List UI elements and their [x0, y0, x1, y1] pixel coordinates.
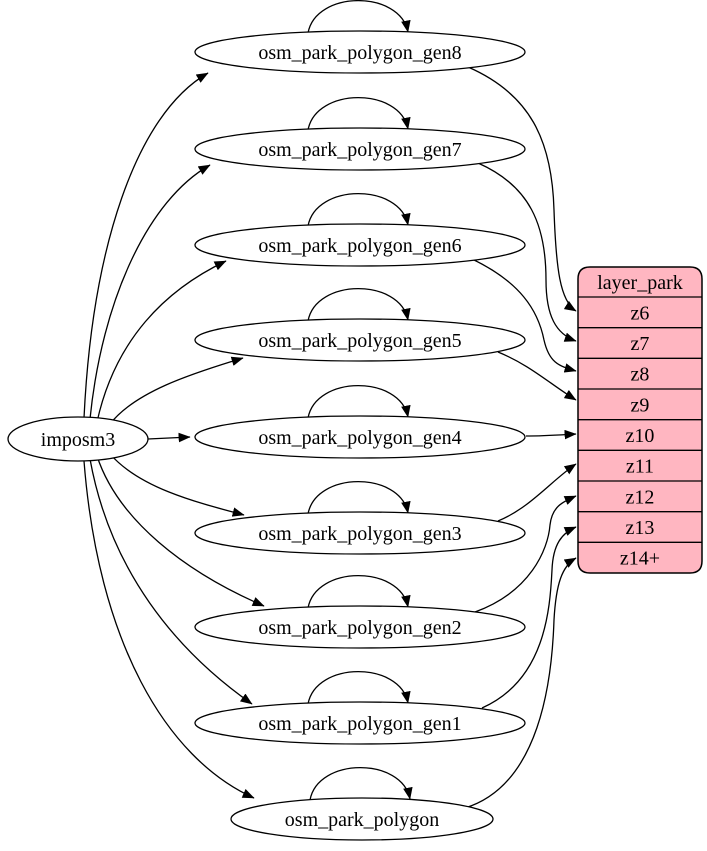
edges-layer	[83, 0, 577, 809]
node-ellipse-osm_park_polygon	[230, 797, 494, 841]
row-label-z6: z6	[631, 302, 650, 324]
edge-imposm3-to-osm_park_polygon_gen6	[96, 260, 227, 423]
node-label-osm_park_polygon_gen2: osm_park_polygon_gen2	[258, 617, 461, 639]
node-imposm3: imposm3	[7, 416, 149, 462]
row-label-z14+: z14+	[620, 548, 660, 570]
edge-imposm3-to-osm_park_polygon_gen5	[109, 356, 244, 425]
node-osm_park_polygon_gen3: osm_park_polygon_gen3	[194, 511, 526, 555]
node-label-osm_park_polygon_gen7: osm_park_polygon_gen7	[258, 139, 461, 161]
node-label-osm_park_polygon_gen8: osm_park_polygon_gen8	[258, 42, 461, 64]
edge-self-loop-osm_park_polygon_gen8	[307, 0, 411, 34]
edge-osm_park_polygon_gen3-to-z11	[497, 463, 577, 522]
edge-imposm3-to-osm_park_polygon_gen4	[147, 432, 191, 443]
node-ellipse-osm_park_polygon_gen4	[194, 415, 526, 459]
row-label-z8: z8	[631, 364, 650, 386]
edge-imposm3-to-osm_park_polygon	[83, 460, 255, 799]
edge-self-loop-osm_park_polygon_gen7	[307, 96, 411, 131]
edge-osm_park_polygon_gen1-to-z13	[481, 526, 577, 709]
node-ellipse-osm_park_polygon_gen8	[194, 30, 526, 74]
node-label-osm_park_polygon_gen5: osm_park_polygon_gen5	[258, 330, 461, 352]
row-label-z7: z7	[631, 333, 650, 355]
edge-imposm3-to-osm_park_polygon_gen8	[83, 72, 209, 419]
node-osm_park_polygon: osm_park_polygon	[230, 797, 494, 841]
edge-imposm3-to-osm_park_polygon_gen1	[89, 458, 253, 705]
node-osm_park_polygon_gen6: osm_park_polygon_gen6	[194, 223, 526, 267]
node-ellipse-osm_park_polygon_gen2	[194, 605, 526, 649]
node-ellipse-osm_park_polygon_gen5	[194, 318, 526, 362]
edge-osm_park_polygon_gen4-to-z10	[525, 429, 577, 440]
edge-self-loop-osm_park_polygon_gen6	[307, 192, 411, 227]
edge-osm_park_polygon-to-z14+	[464, 557, 577, 809]
row-label-z9: z9	[631, 394, 650, 416]
node-label-imposm3: imposm3	[41, 429, 115, 451]
node-ellipse-imposm3	[7, 416, 149, 462]
node-label-osm_park_polygon_gen1: osm_park_polygon_gen1	[258, 713, 461, 735]
node-osm_park_polygon_gen2: osm_park_polygon_gen2	[194, 605, 526, 649]
layer-table: layer_park z6 z7 z8 z9 z10 z11 z12 z13 z14+	[577, 266, 703, 574]
node-ellipse-osm_park_polygon_gen6	[194, 223, 526, 267]
edge-imposm3-to-osm_park_polygon_gen3	[109, 453, 245, 517]
edge-osm_park_polygon_gen5-to-z9	[497, 351, 577, 401]
node-ellipse-osm_park_polygon_gen7	[194, 127, 526, 171]
edge-self-loop-osm_park_polygon_gen1	[307, 670, 411, 705]
node-osm_park_polygon_gen7: osm_park_polygon_gen7	[194, 127, 526, 171]
edge-imposm3-to-osm_park_polygon_gen2	[96, 455, 265, 607]
node-ellipse-osm_park_polygon_gen3	[194, 511, 526, 555]
edge-osm_park_polygon_gen8-to-z6	[467, 66, 577, 312]
node-label-osm_park_polygon: osm_park_polygon	[285, 809, 439, 831]
node-label-osm_park_polygon_gen3: osm_park_polygon_gen3	[258, 523, 461, 545]
row-label-z13: z13	[626, 517, 655, 539]
node-osm_park_polygon_gen5: osm_park_polygon_gen5	[194, 318, 526, 362]
edge-self-loop-osm_park_polygon	[309, 766, 413, 801]
edge-self-loop-osm_park_polygon_gen2	[307, 574, 411, 609]
edge-osm_park_polygon_gen2-to-z12	[474, 495, 577, 613]
row-label-z11: z11	[626, 456, 654, 478]
nodes-layer: imposm3 osm_park_polygon_gen8 osm_park_pol…	[7, 30, 526, 841]
row-label-z10: z10	[626, 425, 655, 447]
layer-table-title: layer_park	[597, 272, 683, 294]
edge-osm_park_polygon_gen6-to-z8	[471, 258, 577, 373]
node-osm_park_polygon_gen8: osm_park_polygon_gen8	[194, 30, 526, 74]
row-label-z12: z12	[626, 486, 655, 508]
edge-self-loop-osm_park_polygon_gen4	[307, 384, 411, 419]
edge-self-loop-osm_park_polygon_gen3	[307, 480, 411, 515]
node-label-osm_park_polygon_gen6: osm_park_polygon_gen6	[258, 235, 461, 257]
node-ellipse-osm_park_polygon_gen1	[194, 701, 526, 745]
edge-self-loop-osm_park_polygon_gen5	[307, 287, 411, 322]
node-label-osm_park_polygon_gen4: osm_park_polygon_gen4	[258, 427, 461, 449]
edge-osm_park_polygon_gen7-to-z7	[477, 162, 577, 342]
edge-imposm3-to-osm_park_polygon_gen7	[89, 164, 211, 420]
node-osm_park_polygon_gen4: osm_park_polygon_gen4	[194, 415, 526, 459]
node-osm_park_polygon_gen1: osm_park_polygon_gen1	[194, 701, 526, 745]
